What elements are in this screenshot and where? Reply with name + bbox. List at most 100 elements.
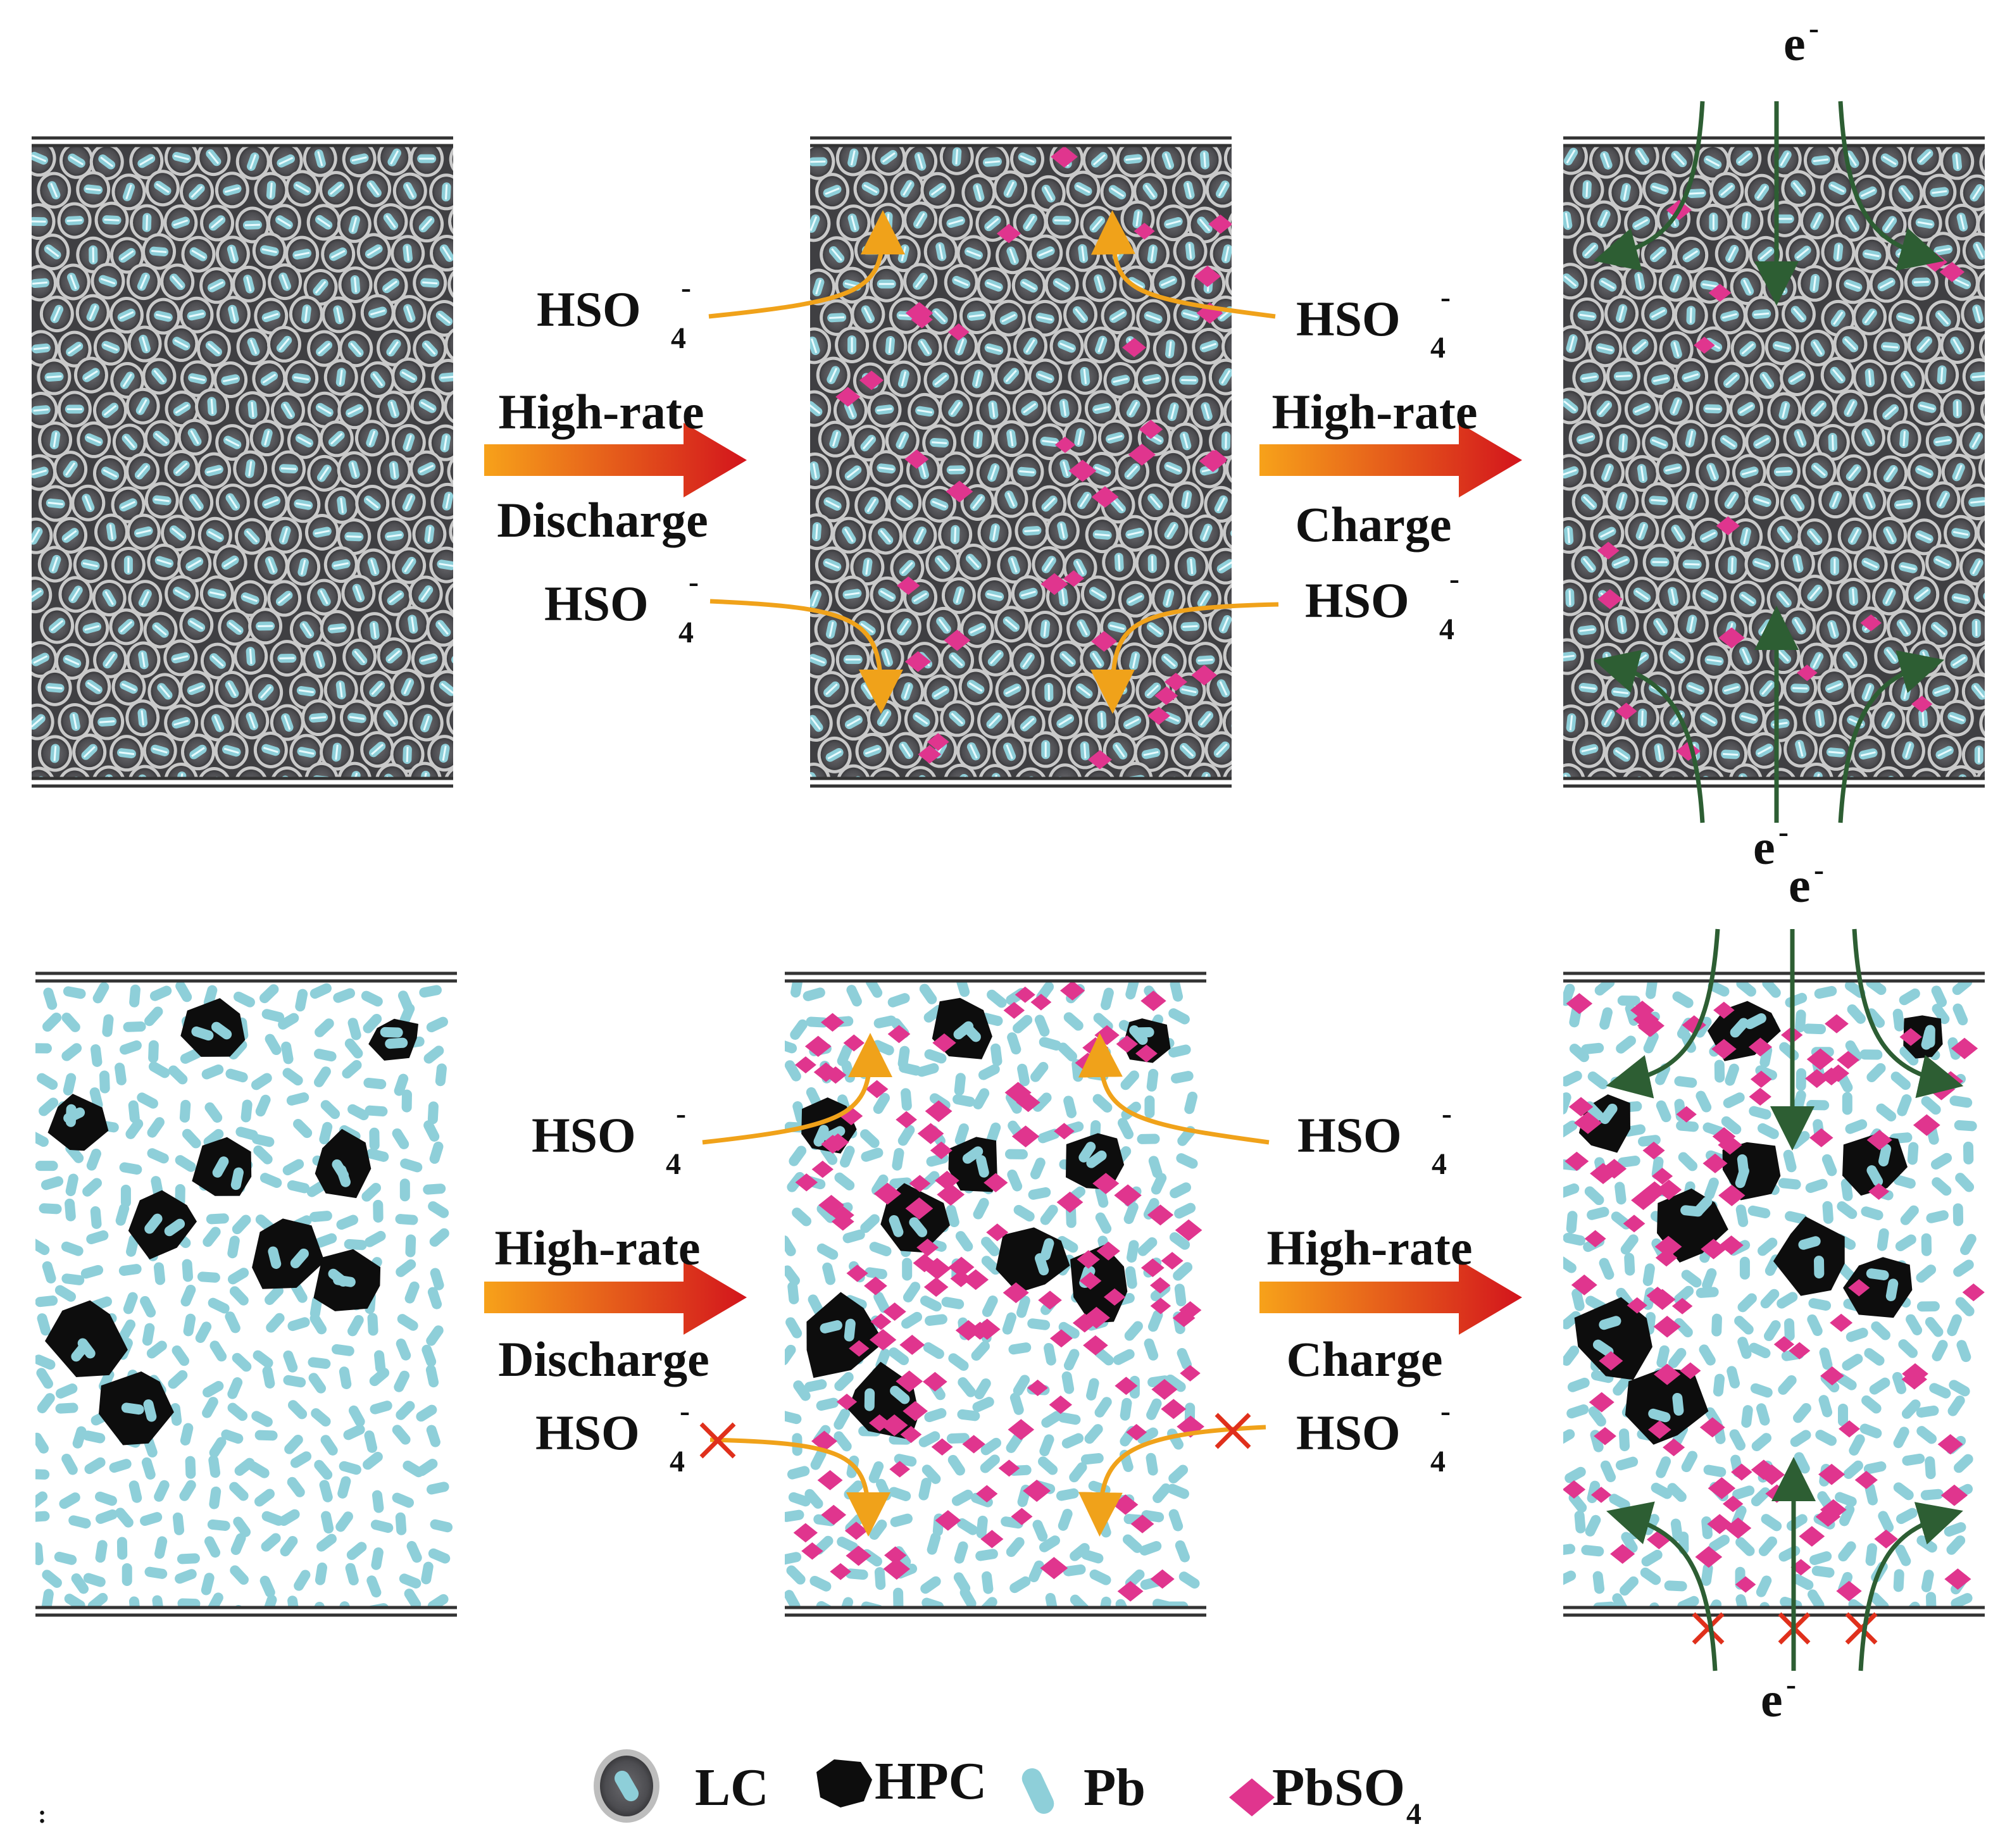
- lc-particle: [285, 235, 320, 273]
- hso4-label-top-right-lower: HSO 4 -: [1305, 562, 1459, 646]
- legend-pbso4-label: PbSO: [1272, 1758, 1405, 1817]
- pb-particle: [1900, 1205, 1919, 1225]
- pbso4-crystal: [1091, 486, 1119, 508]
- pb-particle: [1612, 1593, 1628, 1608]
- pb-particle: [1735, 1204, 1749, 1227]
- lc-particle: [1624, 390, 1659, 428]
- lc-particle: [72, 734, 107, 771]
- hpc-particles: [1574, 1001, 1943, 1445]
- pb-particle: [1139, 1541, 1162, 1556]
- lc-particle: [1152, 330, 1187, 368]
- pb-particle: [380, 1027, 403, 1038]
- pbso4-crystal: [1731, 1463, 1752, 1481]
- pb-particle: [1168, 1008, 1190, 1025]
- lc-particle: [926, 606, 961, 644]
- pbso4-crystal: [950, 1270, 972, 1287]
- pbso4-crystal: [1712, 1127, 1736, 1146]
- pb-particle: [1837, 1403, 1848, 1427]
- pb-particle: [419, 985, 442, 998]
- pb-particle: [35, 1295, 58, 1308]
- lc-particle: [287, 422, 322, 459]
- pb-particle: [207, 1592, 223, 1608]
- pb-particle: [1563, 1232, 1585, 1246]
- lc-particle: [177, 418, 212, 456]
- lc-particle: [1889, 175, 1923, 212]
- lc-particle: [303, 268, 338, 306]
- pb-particle: [1123, 1202, 1139, 1225]
- pbso4-crystal: [1825, 1014, 1849, 1033]
- pb-particle: [916, 1063, 939, 1077]
- pb-particle: [1167, 1428, 1184, 1450]
- pb-particle: [1175, 1540, 1190, 1563]
- lc-particle: [1907, 453, 1942, 490]
- lc-particle: [1223, 516, 1232, 549]
- pb-particle: [399, 1573, 422, 1589]
- lc-particle: [1044, 266, 1079, 304]
- hso4-label-bottom-left-lower: HSO 4 -: [535, 1394, 690, 1478]
- pb-particle: [254, 1489, 275, 1507]
- pb-particle: [435, 1063, 447, 1087]
- pb-particle: [148, 1061, 170, 1078]
- pb-particle: [1811, 1566, 1835, 1578]
- pb-particle: [1063, 1096, 1077, 1118]
- pbso4-crystal: [1631, 1190, 1656, 1210]
- pbso4-crystal: [1627, 1297, 1647, 1314]
- pb-particle: [35, 1469, 50, 1480]
- pb-particle: [197, 1271, 220, 1283]
- pb-particle: [86, 1148, 101, 1171]
- pb-particle: [335, 1511, 353, 1532]
- pb-particle: [1925, 1316, 1944, 1337]
- hso4-arrow: [709, 599, 903, 714]
- lc-particle: [978, 764, 1012, 778]
- pb-particle: [1762, 981, 1781, 998]
- pb-particle: [1947, 1314, 1962, 1337]
- pb-particle: [55, 1402, 78, 1414]
- pb-particle: [429, 1141, 444, 1164]
- pb-particle: [316, 1533, 337, 1552]
- pb-particle: [168, 1065, 188, 1085]
- pb-particle: [1778, 1375, 1797, 1395]
- pb-particle: [41, 1176, 64, 1190]
- pb-particle: [116, 1537, 128, 1560]
- lc-particle: [1643, 608, 1678, 646]
- lc-particle: [1818, 734, 1853, 771]
- lc-particle: [444, 390, 453, 423]
- pb-particle: [63, 1107, 85, 1123]
- pb-particle: [240, 1099, 253, 1123]
- pb-particle: [892, 1147, 904, 1171]
- pb-particle: [80, 1264, 104, 1279]
- pbso4-crystal: [1147, 1204, 1174, 1226]
- pb-particle: [1028, 1187, 1051, 1200]
- pb-particle: [1701, 1563, 1713, 1586]
- lc-particle: [922, 485, 957, 523]
- lc-particle: [1815, 424, 1850, 461]
- pb-particle: [1925, 1456, 1936, 1480]
- pb-particle: [1124, 1321, 1143, 1341]
- lc-particle: [1225, 266, 1232, 296]
- pb-particle: [331, 1344, 354, 1356]
- pbso4-crystal: [821, 1013, 844, 1032]
- pb-particle: [1620, 1576, 1639, 1596]
- pb-particle: [1696, 1287, 1719, 1298]
- pb-particle: [1955, 1297, 1975, 1316]
- pb-particle: [1843, 1460, 1863, 1479]
- lc-particle: [307, 330, 342, 367]
- pb-particle: [1925, 1025, 1935, 1048]
- pb-particle: [347, 1018, 361, 1040]
- pb-particle: [230, 1565, 249, 1585]
- pbso4-crystal: [1951, 1037, 1978, 1059]
- pb-particle: [406, 1540, 422, 1563]
- pb-particle: [874, 1567, 886, 1590]
- pb-particle: [1863, 1461, 1887, 1475]
- lc-particle: [815, 173, 850, 210]
- lc-particle: [1048, 763, 1082, 778]
- pb-particle: [423, 1046, 444, 1064]
- pbso4-crystal: [1718, 627, 1745, 649]
- pb-particle: [861, 1601, 884, 1608]
- pbso4-crystal: [1027, 1379, 1048, 1397]
- pb-particle: [1007, 1032, 1021, 1055]
- pb-particle: [1144, 1338, 1159, 1361]
- pb-particle: [42, 1570, 62, 1588]
- pbso4-crystal: [1082, 1306, 1110, 1329]
- pbso4-crystal: [1199, 449, 1227, 473]
